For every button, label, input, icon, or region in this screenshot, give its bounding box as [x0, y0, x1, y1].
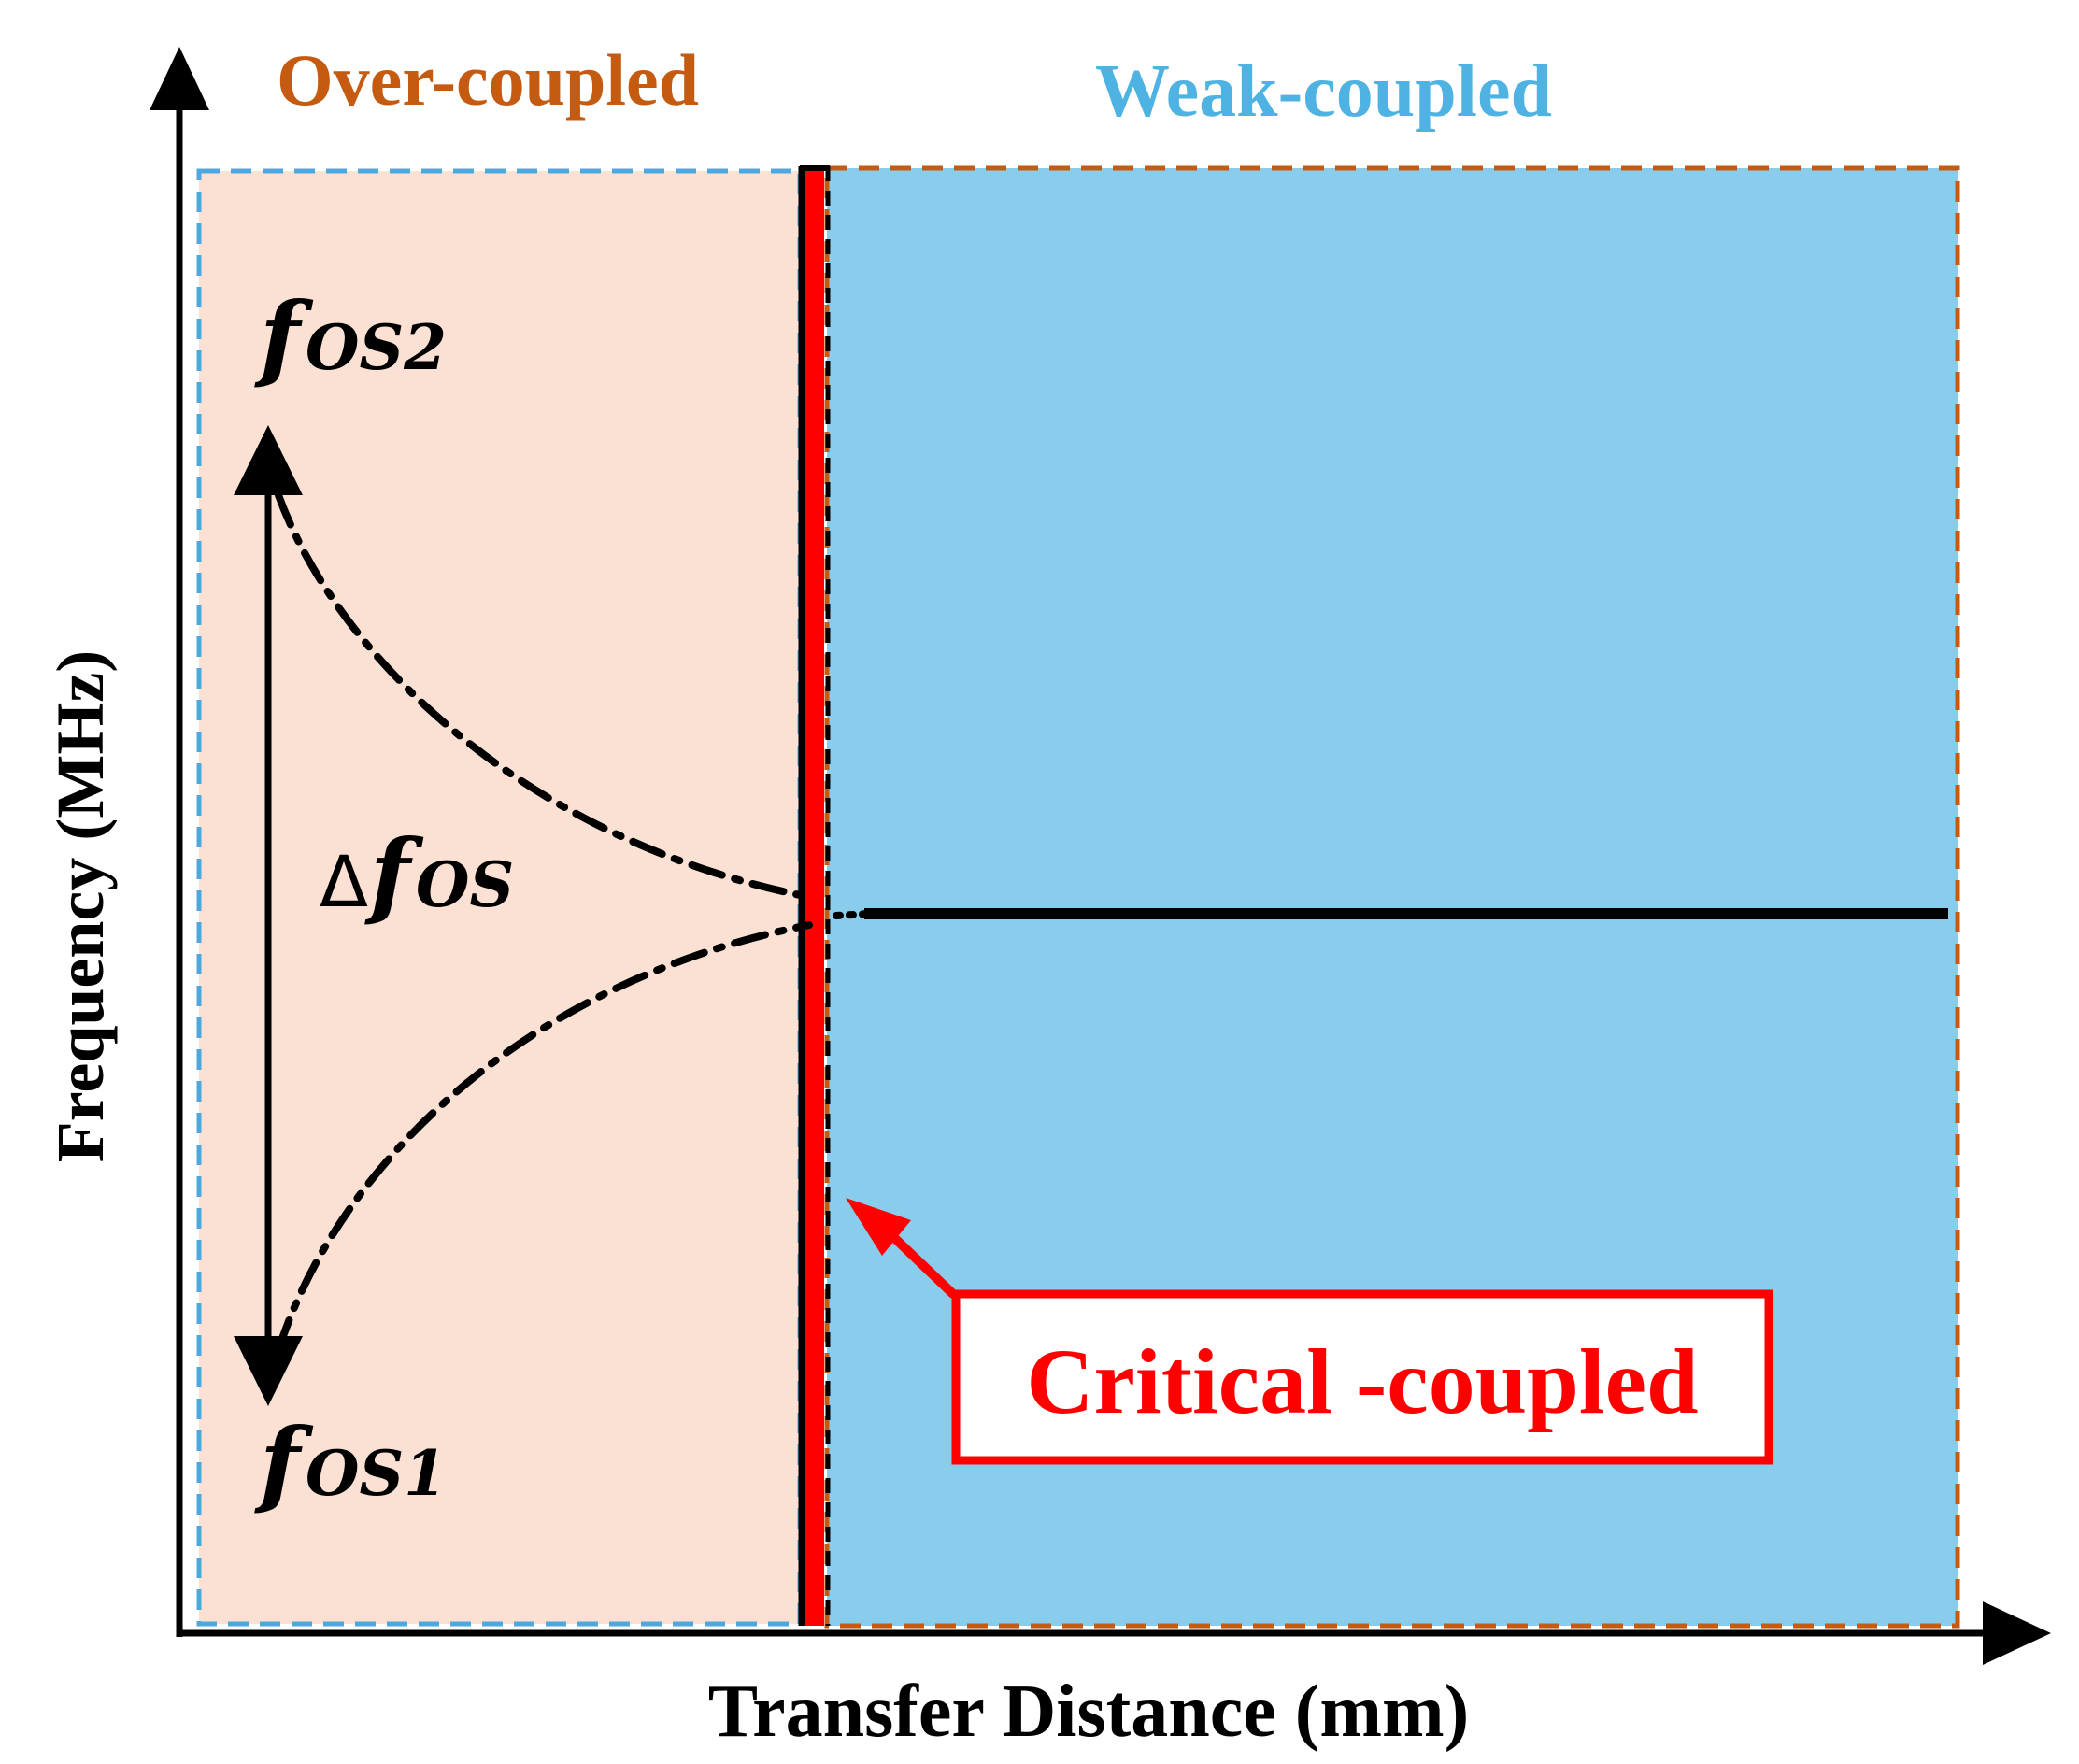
- upper-frequency-curve: [275, 491, 813, 901]
- critical-coupled-label: Critical -coupled: [1026, 1330, 1698, 1433]
- delta-f-arrow-up-head: [234, 425, 303, 495]
- delta-f-arrow-down-head: [234, 1336, 303, 1406]
- over-coupled-label: Over-coupled: [277, 39, 699, 121]
- over-coupled-region: [196, 168, 803, 1627]
- weak-coupled-label: Weak-coupled: [1095, 50, 1552, 133]
- y-axis-arrow-icon: [150, 47, 209, 110]
- lower-frequency-curve: [275, 921, 813, 1354]
- x-axis-label: Transfer Distance (mm): [708, 1671, 1470, 1753]
- critical-callout-arrow: [883, 1227, 958, 1299]
- critical-coupled-callout-box: [951, 1289, 1773, 1465]
- merge-dots: [833, 910, 873, 919]
- x-axis-arrow-icon: [1983, 1601, 2051, 1665]
- y-axis-label: Frequency (MHz): [43, 650, 118, 1163]
- critical-callout-arrow-head: [846, 1198, 911, 1256]
